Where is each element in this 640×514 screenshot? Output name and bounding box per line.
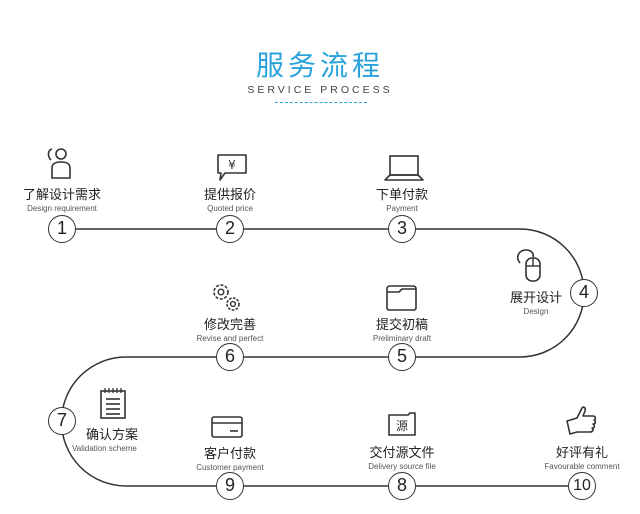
step-6-title: 修改完善 <box>203 318 256 333</box>
step-number-1: 1 <box>48 215 76 243</box>
page-title: 服务流程 <box>255 49 384 82</box>
step-9-subtitle: Customer payment <box>196 463 264 472</box>
step-6-label: 修改完善 Revise and perfect <box>170 314 290 343</box>
gears-icon <box>213 284 240 311</box>
step-number-7: 7 <box>48 407 76 435</box>
step-1-subtitle: Design requirement <box>27 204 97 213</box>
step-3-label: 下单付款 Payment <box>342 184 462 213</box>
step-7-subtitle: Validation scheme <box>72 444 137 453</box>
step-number-9: 9 <box>216 472 244 500</box>
credit-card-icon <box>211 416 243 438</box>
step-7-title: 确认方案 <box>86 428 139 443</box>
title-divider <box>275 102 367 103</box>
user-phone-icon <box>47 148 71 179</box>
step-6-subtitle: Revise and perfect <box>196 334 264 343</box>
step-10-label: 好评有礼 Favourable comment <box>522 442 640 471</box>
step-3-title: 下单付款 <box>375 188 428 203</box>
step-4-title: 展开设计 <box>509 291 562 306</box>
page-subtitle: SERVICE PROCESS <box>247 84 393 96</box>
step-number-10: 10 <box>568 472 596 500</box>
source-folder-icon: 源 <box>388 412 416 436</box>
step-number-4: 4 <box>570 279 598 307</box>
step-8-subtitle: Delivery source file <box>368 462 436 471</box>
step-number-3: 3 <box>388 215 416 243</box>
step-number-6: 6 <box>216 343 244 371</box>
step-8-label: 交付源文件 Delivery source file <box>342 442 462 471</box>
step-8-title: 交付源文件 <box>369 446 435 461</box>
step-5-title: 提交初稿 <box>375 318 428 333</box>
process-path-line <box>60 228 585 487</box>
step-10-title: 好评有礼 <box>555 446 608 461</box>
mouse-icon <box>517 249 541 282</box>
step-number-2: 2 <box>216 215 244 243</box>
folder-icon <box>386 285 417 311</box>
step-10-subtitle: Favourable comment <box>544 462 620 471</box>
step-number-8: 8 <box>388 472 416 500</box>
step-9-title: 客户付款 <box>203 447 256 462</box>
step-2-title: 提供报价 <box>203 188 256 203</box>
step-4-label: 展开设计 Design <box>500 287 572 316</box>
step-3-subtitle: Payment <box>386 204 418 213</box>
svg-text:¥: ¥ <box>228 158 236 172</box>
laptop-icon <box>384 155 424 181</box>
yen-speech-bubble-icon: ¥ <box>217 154 247 181</box>
step-4-subtitle: Design <box>523 307 549 316</box>
step-7-label: 确认方案 Validation scheme <box>72 424 158 453</box>
thumbs-up-icon <box>566 406 597 435</box>
step-9-label: 客户付款 Customer payment <box>170 443 290 472</box>
step-2-subtitle: Quoted price <box>207 204 253 213</box>
step-5-label: 提交初稿 Preliminary draft <box>342 314 462 343</box>
step-1-label: 了解设计需求 Design requirement <box>2 184 122 213</box>
step-2-label: 提供报价 Quoted price <box>170 184 290 213</box>
step-1-title: 了解设计需求 <box>22 188 101 203</box>
step-number-5: 5 <box>388 343 416 371</box>
svg-text:源: 源 <box>396 419 408 433</box>
notepad-icon <box>100 388 126 419</box>
step-5-subtitle: Preliminary draft <box>372 334 432 343</box>
